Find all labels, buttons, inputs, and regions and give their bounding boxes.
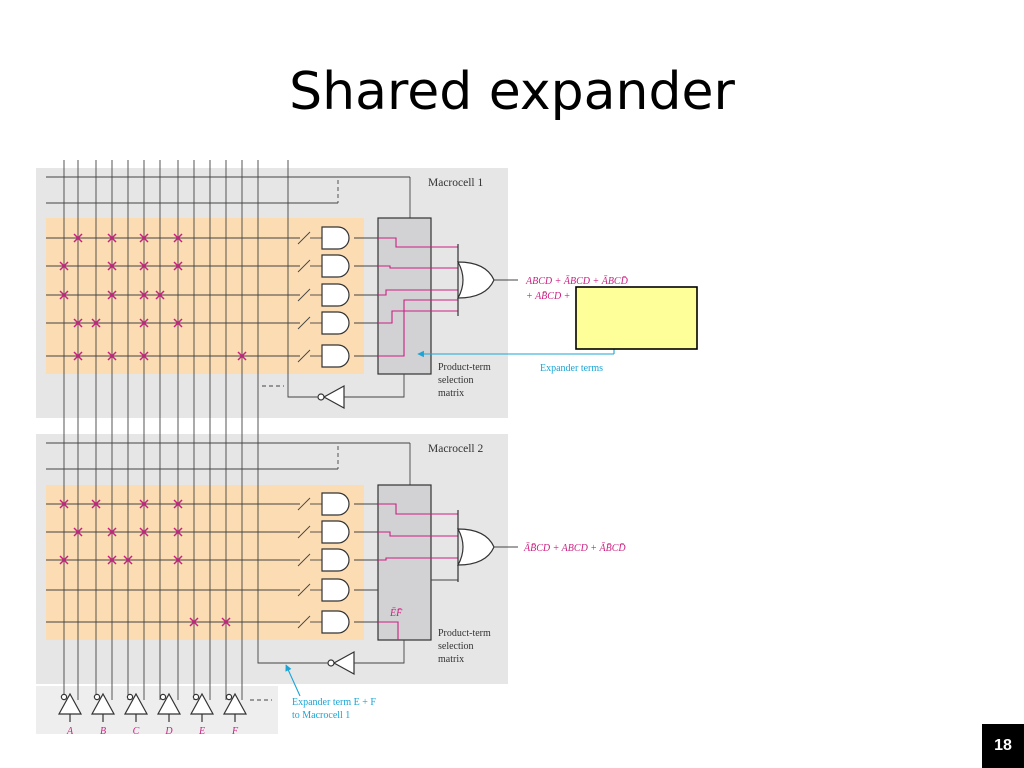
input-label-f: F	[231, 726, 239, 737]
crosspoint-mark	[173, 555, 183, 565]
crosspoint-mark	[155, 290, 165, 300]
crosspoint-mark	[173, 499, 183, 509]
crosspoint-mark	[139, 261, 149, 271]
input-buffer	[189, 692, 215, 722]
crosspoint-mark	[73, 233, 83, 243]
bus-slash	[297, 497, 311, 511]
crosspoint-mark	[91, 499, 101, 509]
crosspoint-mark	[73, 318, 83, 328]
crosspoint-mark	[123, 555, 133, 565]
crosspoint-mark	[173, 318, 183, 328]
crosspoint-mark	[91, 318, 101, 328]
or-gate-2	[456, 510, 495, 582]
routing-2	[378, 503, 458, 640]
input-buffer	[222, 692, 248, 722]
expander-term-label-2: to Macrocell 1	[292, 710, 350, 721]
crosspoint-mark	[173, 527, 183, 537]
bus-slash	[297, 525, 311, 539]
routing-2-gray	[354, 503, 458, 623]
crosspoint-mark	[73, 351, 83, 361]
feedback-inverter-1	[317, 384, 345, 410]
selection-matrix-2	[377, 484, 432, 641]
input-buffer	[90, 692, 116, 722]
and-gate	[321, 520, 350, 544]
crosspoint-mark	[107, 351, 117, 361]
and-array-2	[46, 485, 364, 640]
expander-terms-label: Expander terms	[540, 363, 603, 374]
expander-label-ef: ĒF̄	[389, 607, 403, 619]
crosspoint-mark	[73, 527, 83, 537]
matrix-1-label-3: matrix	[438, 388, 464, 399]
bus-slash	[297, 259, 311, 273]
feedback-path-2	[354, 640, 405, 664]
crosspoint-mark	[107, 527, 117, 537]
crosspoint-mark	[173, 261, 183, 271]
feedback-lines-1	[46, 176, 411, 485]
output-equation-2: ĀB̄CD + ABCD + ĀB̄CD̄	[523, 542, 626, 554]
crosspoint-mark	[107, 233, 117, 243]
bus-slash	[297, 231, 311, 245]
matrix-2-label-3: matrix	[438, 654, 464, 665]
and-gate	[321, 610, 350, 634]
crosspoint-mark	[107, 555, 117, 565]
and-gate	[321, 254, 350, 278]
crosspoint-mark	[59, 555, 69, 565]
crosspoint-mark	[59, 261, 69, 271]
input-label-c: C	[133, 726, 140, 737]
crosspoint-mark	[59, 290, 69, 300]
bus-slash	[297, 615, 311, 629]
bus-slash	[297, 349, 311, 363]
input-label-e: E	[198, 726, 205, 737]
macrocell-2-label: Macrocell 2	[428, 443, 483, 455]
crosspoint-mark	[237, 351, 247, 361]
and-gate	[321, 548, 350, 572]
crosspoint-mark	[139, 527, 149, 537]
matrix-2-label-2: selection	[438, 641, 474, 652]
and-array-1	[46, 218, 364, 374]
crosspoint-mark	[139, 351, 149, 361]
routing-1-gray	[354, 237, 378, 357]
and-gate	[321, 344, 350, 368]
matrix-1-label-2: selection	[438, 375, 474, 386]
input-label-a: A	[66, 726, 74, 737]
bus-slash	[297, 583, 311, 597]
crosspoint-mark	[173, 233, 183, 243]
and-gate	[321, 578, 350, 602]
or-gate-1	[456, 244, 495, 316]
crosspoint-mark	[139, 233, 149, 243]
and-gate	[321, 226, 350, 250]
expander-term-arrow	[285, 664, 301, 697]
output-equation-1-line-2: + AB̄CD +	[526, 290, 570, 302]
routing-1	[378, 237, 458, 357]
crosspoint-mark	[139, 499, 149, 509]
bus-slash	[297, 553, 311, 567]
crosspoint-mark	[221, 617, 231, 627]
slide-title: Shared expander	[289, 62, 735, 122]
crosspoint-mark	[139, 290, 149, 300]
crosspoint-mark	[59, 499, 69, 509]
page-number: 18	[982, 724, 1024, 768]
and-gate	[321, 283, 350, 307]
feedback-path-1	[344, 374, 405, 398]
matrix-2-label-1: Product-term	[438, 628, 491, 639]
crosspoint-mark	[107, 261, 117, 271]
output-equation-1-line-1: ABCD + ĀBCD + ĀBCD̄	[525, 275, 629, 287]
matrix-1-label-1: Product-term	[438, 362, 491, 373]
bus-slash	[297, 288, 311, 302]
input-buffer	[156, 692, 182, 722]
bus-slash	[297, 316, 311, 330]
input-label-d: D	[164, 726, 173, 737]
input-buffer	[57, 692, 83, 722]
input-buffer	[123, 692, 149, 722]
and-gate	[321, 311, 350, 335]
crosspoint-mark	[107, 290, 117, 300]
macrocell-1-label: Macrocell 1	[428, 177, 483, 189]
expander-term-label-1: Expander term E + F	[292, 697, 376, 708]
crosspoint-mark	[139, 318, 149, 328]
input-label-b: B	[100, 726, 106, 737]
and-gate	[321, 492, 350, 516]
crosspoint-mark	[189, 617, 199, 627]
callout-box	[575, 286, 698, 350]
